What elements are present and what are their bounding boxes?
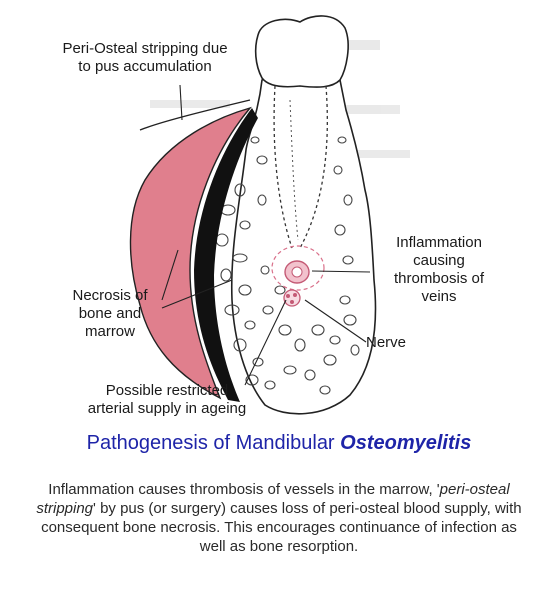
diagram-caption: Inflammation causes thrombosis of vessel… [30,480,528,556]
label-inflammation: Inflammation causing thrombosis of veins [393,234,485,305]
periosteum-region [129,106,252,400]
caption-part3: ' by pus (or surgery) causes loss of per… [41,500,522,555]
label-periosteal-stripping: Peri-Osteal stripping due to pus accumul… [62,40,228,75]
tooth-root-right [299,85,328,249]
necrosis-band [194,108,258,402]
caption-part1: Inflammation causes thrombosis of vessel… [48,481,440,498]
label-arterial-supply: Possible restricted arterial supply in a… [87,382,247,417]
caption-italic: peri-osteal stripping [36,481,510,517]
diagram-title: Pathogenesis of Mandibular Osteomyelitis [0,432,558,455]
osteomyelitis-diagram [129,15,410,415]
title-prefix: Pathogenesis of Mandibular [86,432,341,454]
background-texture [150,40,410,158]
tooth-crown [254,15,349,88]
periosteum-line [139,99,251,131]
nerve-bundle [283,289,301,307]
tooth-root-left [273,85,293,249]
mandible-outline [230,69,377,415]
tooth-root-inner [289,99,299,241]
title-emphasis: Osteomyelitis [340,432,472,454]
leader-lines [161,84,371,386]
label-nerve: Nerve [366,334,407,351]
label-necrosis: Necrosis of bone and marrow [72,287,148,340]
inflammation-site [271,245,325,291]
